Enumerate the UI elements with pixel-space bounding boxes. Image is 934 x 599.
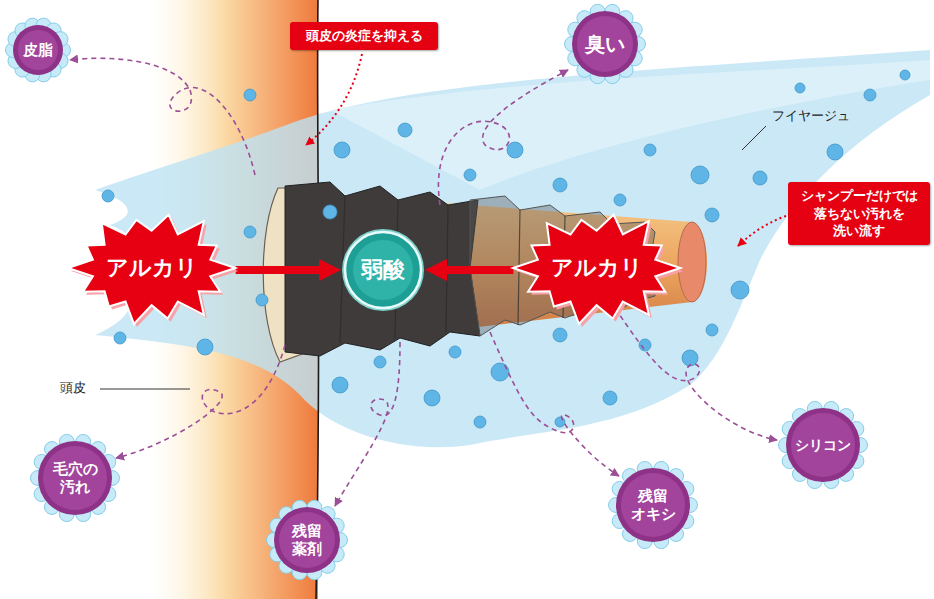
callout-box: シャンプーだけでは 落ちない汚れを 洗い流す (788, 182, 930, 245)
bubble-core (786, 408, 860, 482)
water-droplets (644, 144, 656, 156)
part-label: フイヤージュ (772, 108, 850, 125)
water-droplets (244, 226, 256, 238)
reaction-arrow (447, 266, 513, 274)
water-droplets (555, 417, 565, 427)
node-text: シリコン (795, 437, 851, 454)
acid-shine (353, 240, 413, 300)
callout-pointers (306, 54, 786, 246)
callout-box: 頭皮の炎症を抑える (290, 22, 438, 50)
water-droplets (827, 144, 843, 160)
water-droplets (706, 324, 718, 336)
dirt-bubble: 残留 オキシ (609, 461, 697, 549)
dirt-release-arrows (438, 70, 568, 205)
water-droplets (614, 194, 626, 206)
weak-acid-circle: 弱酸 (341, 228, 425, 312)
bubble-core (274, 507, 340, 573)
bubble-shine (791, 413, 855, 477)
water-droplets (691, 166, 709, 184)
node-text: 臭い (585, 32, 625, 56)
hair-strand (678, 222, 706, 302)
water-droplets (374, 356, 386, 368)
node-text: 残留 薬剤 (292, 522, 322, 558)
node-text: 頭皮の炎症を抑える (297, 27, 431, 45)
burst-body (513, 215, 680, 324)
water-droplets (864, 89, 876, 101)
dirt-bubble: 臭い (565, 4, 645, 84)
dirt-bubble: 残留 薬剤 (267, 500, 347, 580)
reaction-arrow (236, 266, 319, 274)
bubble-core (38, 441, 112, 515)
water-droplets (705, 208, 719, 222)
acid-ring (342, 229, 424, 311)
water-droplets (197, 339, 213, 355)
water-droplets (424, 390, 440, 406)
water-droplets (553, 178, 567, 192)
water-droplets (256, 294, 268, 306)
bubble-shine (43, 446, 107, 510)
water-droplets (114, 332, 126, 344)
dirt-bubble: 皮脂 (6, 18, 70, 82)
water-droplets (244, 89, 256, 101)
node-text: アルカリ (106, 255, 198, 281)
dirt-release-arrows (70, 58, 255, 175)
bubble-shine (279, 512, 335, 568)
bubble-core (572, 11, 638, 77)
node-text: 残留 オキシ (631, 487, 676, 523)
water-droplets (900, 70, 910, 80)
bubble-shine (18, 30, 58, 70)
water-spray-light (330, 60, 930, 190)
water-droplets (449, 346, 461, 358)
hair-strand (263, 182, 707, 362)
bubble-shine (577, 16, 633, 72)
callout-pointers (306, 54, 362, 145)
water-droplets (507, 142, 523, 158)
alkali-burst: アルカリ (513, 208, 680, 328)
water-droplets (639, 339, 651, 351)
node-text: 皮脂 (23, 41, 53, 59)
dirt-release-arrows (335, 342, 400, 506)
water-droplets (753, 171, 767, 185)
dirt-bubble: シリコン (779, 401, 867, 489)
node-text: 弱酸 (361, 257, 405, 283)
bubble-core (13, 25, 63, 75)
dirt-release-arrows (490, 332, 619, 476)
node-text: アルカリ (551, 255, 643, 281)
water-droplets (795, 83, 805, 93)
dirt-bubble: 毛穴の 汚れ (31, 434, 119, 522)
water-droplets (474, 416, 486, 428)
burst-body (68, 215, 235, 324)
water-droplets (398, 123, 412, 137)
water-droplets (553, 328, 567, 342)
bubble-shine (621, 473, 685, 537)
water-droplets (334, 142, 350, 158)
water-droplets (102, 190, 114, 202)
water-droplets (491, 363, 509, 381)
dirt-release-arrows (116, 345, 285, 458)
node-text: 毛穴の 汚れ (53, 460, 98, 496)
leader-lines (100, 389, 190, 390)
water-droplets (102, 70, 910, 428)
leader-lines (742, 126, 766, 150)
water-droplets (603, 391, 617, 405)
callout-pointers (738, 216, 786, 246)
dirt-release-arrows (615, 308, 777, 440)
water-droplets (332, 377, 348, 393)
alkali-burst: アルカリ (68, 208, 235, 328)
water-droplets (464, 169, 476, 181)
water-spray (95, 50, 930, 447)
node-text: シャンプーだけでは 落ちない汚れを 洗い流す (795, 187, 923, 240)
acid-core (345, 232, 421, 308)
part-label: 頭皮 (60, 380, 86, 397)
water-droplets (731, 281, 749, 299)
water-droplets (323, 205, 337, 219)
bubble-core (616, 468, 690, 542)
